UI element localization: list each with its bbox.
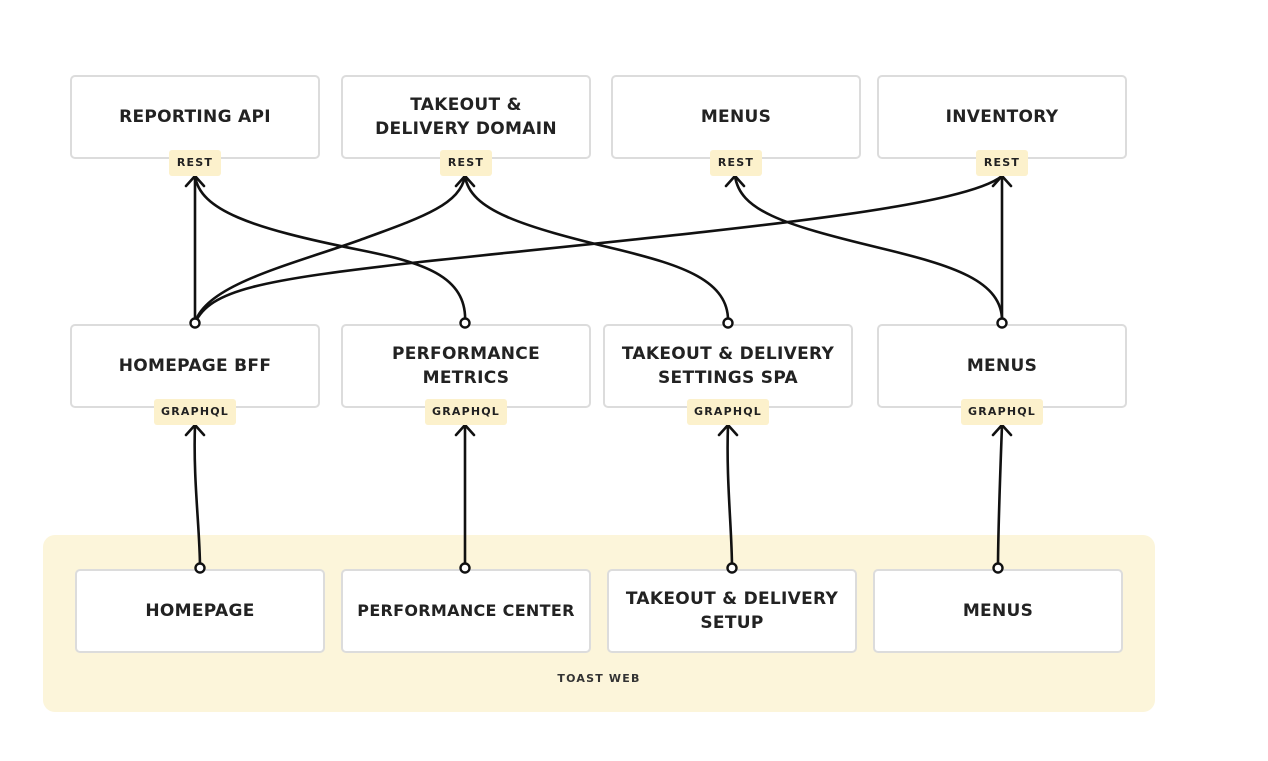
bff-homepage[interactable]: HOMEPAGE BFF: [70, 324, 320, 408]
edge-homepage-bff-to-takeout-domain: [193, 174, 467, 325]
arrowhead: [991, 423, 1013, 437]
service-label: TAKEOUT & DELIVERY DOMAIN: [375, 95, 557, 139]
bff-performance-metrics[interactable]: PERFORMANCE METRICS: [341, 324, 591, 408]
bff-label: PERFORMANCE METRICS: [391, 344, 540, 388]
app-label: TAKEOUT & DELIVERY SETUP: [625, 589, 839, 633]
app-performance-center[interactable]: PERFORMANCE CENTER: [341, 569, 591, 653]
arrowhead: [184, 423, 206, 437]
service-label: INVENTORY: [945, 107, 1059, 127]
arrowhead: [724, 174, 746, 188]
arrowhead: [717, 423, 739, 437]
protocol-badge-rest: REST: [169, 150, 221, 176]
bff-takeout-delivery-settings-spa[interactable]: TAKEOUT & DELIVERY SETTINGS SPA: [603, 324, 853, 408]
arrowhead: [991, 174, 1013, 188]
protocol-badge-graphql: GRAPHQL: [425, 399, 507, 425]
service-reporting-api[interactable]: REPORTING API: [70, 75, 320, 159]
bff-label: MENUS: [966, 356, 1038, 376]
bff-label: HOMEPAGE BFF: [118, 356, 272, 376]
bff-menus[interactable]: MENUS: [877, 324, 1127, 408]
edge-settings-spa-to-takeout-domain: [463, 174, 730, 325]
edge-menus-bff-to-menus-service: [733, 174, 1004, 325]
app-label: PERFORMANCE CENTER: [357, 601, 575, 620]
protocol-badge-graphql: GRAPHQL: [154, 399, 236, 425]
service-inventory[interactable]: INVENTORY: [877, 75, 1127, 159]
edge-homepage-bff-to-inventory: [193, 174, 1004, 325]
app-homepage[interactable]: HOMEPAGE: [75, 569, 325, 653]
protocol-badge-graphql: GRAPHQL: [687, 399, 769, 425]
toast-web-group-label: TOAST WEB: [557, 672, 641, 685]
app-takeout-delivery-setup[interactable]: TAKEOUT & DELIVERY SETUP: [607, 569, 857, 653]
arrowhead: [454, 423, 476, 437]
protocol-badge-rest: REST: [976, 150, 1028, 176]
service-takeout-delivery-domain[interactable]: TAKEOUT & DELIVERY DOMAIN: [341, 75, 591, 159]
app-label: HOMEPAGE: [145, 601, 255, 621]
service-menus[interactable]: MENUS: [611, 75, 861, 159]
protocol-badge-rest: REST: [440, 150, 492, 176]
bff-label: TAKEOUT & DELIVERY SETTINGS SPA: [621, 344, 835, 388]
app-label: MENUS: [962, 601, 1034, 621]
service-label: MENUS: [700, 107, 772, 127]
arrowhead: [184, 174, 206, 188]
protocol-badge-rest: REST: [710, 150, 762, 176]
protocol-badge-graphql: GRAPHQL: [961, 399, 1043, 425]
edge-performance-metrics-to-reporting-api: [193, 174, 467, 325]
app-menus[interactable]: MENUS: [873, 569, 1123, 653]
arrowhead: [454, 174, 476, 188]
service-label: REPORTING API: [119, 107, 271, 127]
